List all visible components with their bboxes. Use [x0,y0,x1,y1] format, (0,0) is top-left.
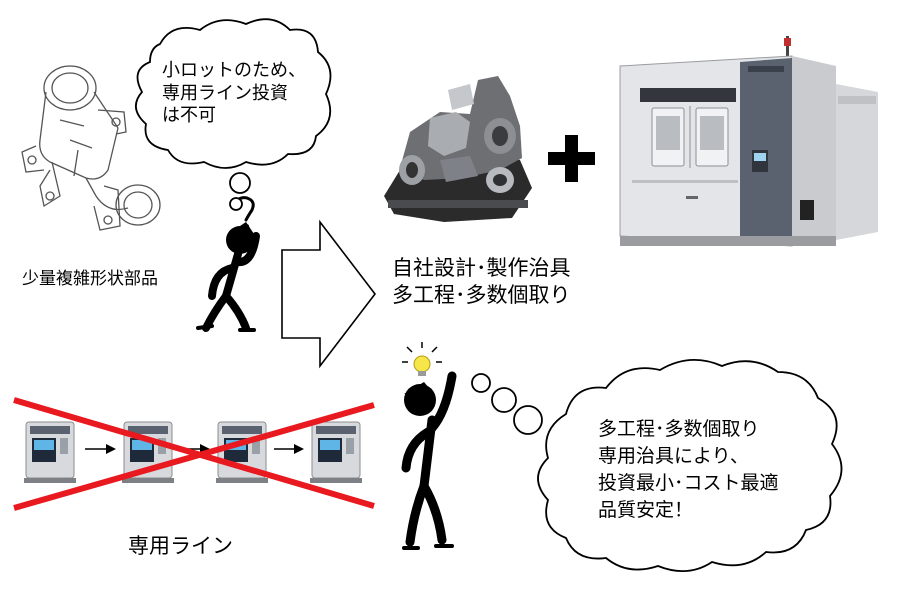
thought-top-line-2: 専用ライン投資 [162,82,288,104]
thought-text-top: 小ロットのため、 専用ライン投資 は不可 [162,60,306,128]
jig-caption-line-1: 自社設計･製作治具 [392,256,571,280]
part-caption: 少量複雑形状部品 [22,269,158,289]
process-arrow [281,219,377,369]
thought-bubble-top [135,18,332,211]
jig-caption: 自社設計･製作治具 多工程･多数個取り [392,255,571,310]
bulb-icon [402,342,442,376]
stick-figure-questioning [196,196,260,332]
jig-caption-line-2: 多工程･多数個取り [392,283,571,308]
flow-arrow-1 [85,444,116,454]
thought-right-line-2: 専用治具により、 [598,444,749,467]
thought-text-right: 多工程･多数個取り 専用治具により、 投資最小･コスト最適 品質安定！ [598,416,779,524]
complex-part-drawing [21,65,161,231]
plus-sign [548,135,595,182]
dedicated-line-machine-4 [310,421,362,483]
thought-bubble-right [471,358,843,572]
dedicated-line-machine-1 [24,421,76,483]
dedicated-line-caption: 専用ライン [128,534,233,558]
machining-center-photo [619,36,878,247]
stick-figure-idea [401,371,457,550]
thought-right-line-4: 品質安定！ [598,498,694,521]
thought-right-line-1: 多工程･多数個取り [598,418,760,440]
cross-out-icon [13,397,375,511]
jig-photo [382,76,534,222]
thought-top-line-3: は不可 [162,105,216,126]
flow-arrow-3 [274,444,304,454]
thought-right-line-3: 投資最小･コスト最適 [598,471,779,494]
thought-top-line-1: 小ロットのため、 [162,60,306,81]
